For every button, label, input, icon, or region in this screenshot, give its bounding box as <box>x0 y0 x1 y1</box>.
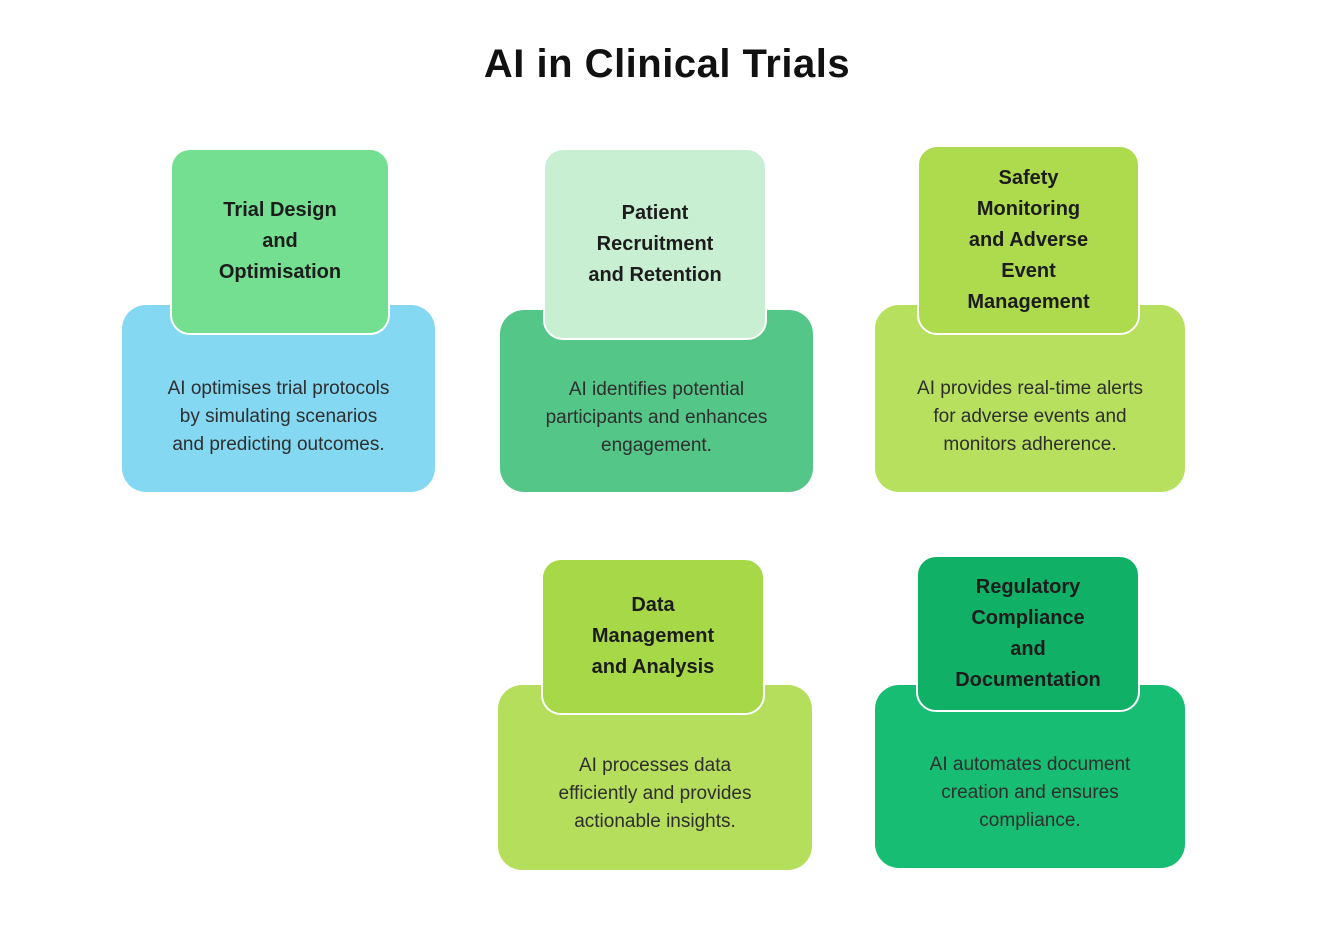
card-safety-monitoring-header: Safety Monitoring and Adverse Event Mana… <box>917 145 1140 335</box>
card-safety-monitoring-body: AI provides real-time alerts for adverse… <box>875 305 1185 492</box>
card-title: Regulatory Compliance and Documentation <box>955 575 1101 691</box>
card-patient-recruitment-body: AI identifies potential participants and… <box>500 310 813 492</box>
card-description: AI optimises trial protocols by simulati… <box>167 377 390 455</box>
card-data-management-body: AI processes data efficiently and provid… <box>498 685 812 870</box>
card-patient-recruitment-header: Patient Recruitment and Retention <box>543 148 767 340</box>
card-regulatory-compliance-body: AI automates document creation and ensur… <box>875 685 1185 868</box>
card-title: Safety Monitoring and Adverse Event Mana… <box>967 166 1090 313</box>
card-title: Patient Recruitment and Retention <box>588 201 722 286</box>
page-title: AI in Clinical Trials <box>483 42 851 86</box>
card-description: AI identifies potential participants and… <box>545 379 768 456</box>
card-title: Data Management and Analysis <box>591 594 715 678</box>
card-title: Trial Design and Optimisation <box>218 199 342 283</box>
card-regulatory-compliance-header: Regulatory Compliance and Documentation <box>916 555 1140 712</box>
card-trial-design-body: AI optimises trial protocols by simulati… <box>122 305 435 492</box>
card-description: AI provides real-time alerts for adverse… <box>917 377 1143 455</box>
card-data-management-header: Data Management and Analysis <box>541 558 765 715</box>
card-description: AI processes data efficiently and provid… <box>558 754 752 832</box>
card-description: AI automates document creation and ensur… <box>929 753 1131 831</box>
card-trial-design-header: Trial Design and Optimisation <box>170 148 390 335</box>
